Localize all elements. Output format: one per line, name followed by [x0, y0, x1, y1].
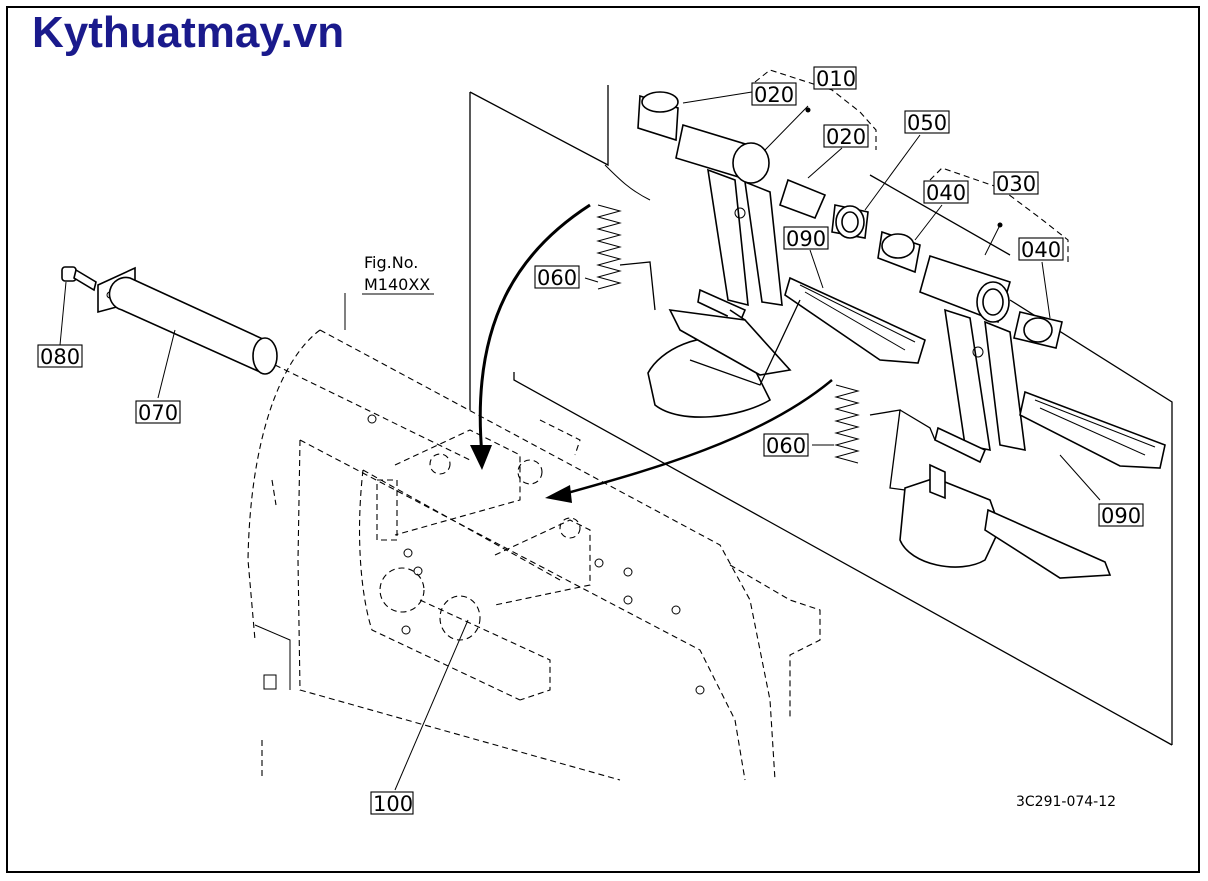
callout-100: 100: [373, 792, 413, 816]
callout-040-right: 040: [1021, 238, 1061, 262]
callout-090-bottom: 090: [1101, 504, 1141, 528]
callout-050: 050: [907, 111, 947, 135]
figure-reference: Fig.No. M140XX: [362, 253, 434, 295]
callout-010: 010: [816, 67, 856, 91]
callout-060-bottom: 060: [766, 434, 806, 458]
callout-090-top: 090: [786, 227, 826, 251]
bracket-frame: [247, 85, 1173, 781]
leader-lines: [59, 69, 1101, 791]
springs: [596, 204, 860, 464]
figure-ref-line2: M140XX: [364, 275, 430, 294]
callout-020-bottom: 020: [826, 125, 866, 149]
bolt: [61, 266, 97, 292]
right-pedal-assembly: [869, 254, 1166, 579]
callout-020-top: 020: [754, 83, 794, 107]
pedal-shaft: [97, 266, 471, 461]
brand-logo-text: Kythuatmay.vn: [32, 8, 345, 57]
callout-labels: 010 020 020 050 040 030 040 060 090 080 …: [37, 66, 1144, 816]
callout-070: 070: [138, 401, 178, 425]
diagram-frame: [6, 6, 1200, 873]
callout-080: 080: [40, 345, 80, 369]
diagram-code: 3C291-074-12: [1016, 794, 1116, 810]
figure-ref-line1: Fig.No.: [364, 253, 418, 272]
assembly-arrows: [470, 203, 833, 503]
callout-060-top: 060: [537, 266, 577, 290]
callout-030: 030: [996, 172, 1036, 196]
callout-040-left: 040: [926, 181, 966, 205]
left-pedal-assembly: [604, 91, 926, 418]
